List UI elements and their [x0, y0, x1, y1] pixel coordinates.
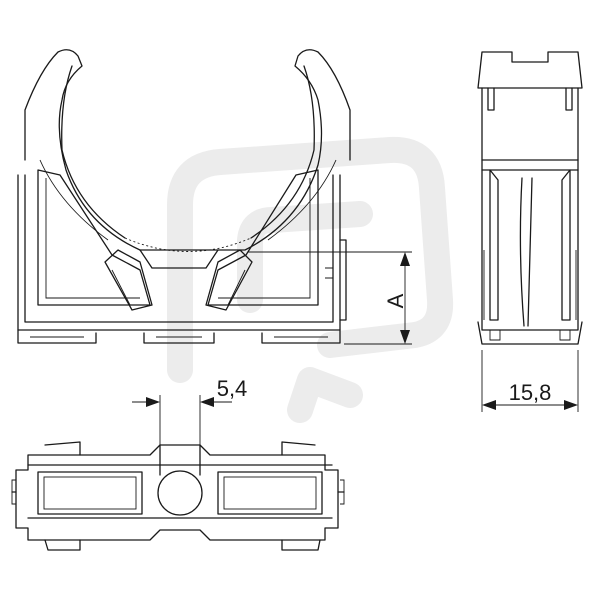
dimension-hole: 5,4 [132, 376, 247, 445]
dimension-a-label: A [383, 293, 408, 308]
front-view [17, 49, 351, 344]
watermark-logo-icon [167, 136, 454, 423]
side-view [477, 51, 583, 345]
dimension-hole-label: 5,4 [217, 376, 248, 401]
dimension-a: A [248, 251, 412, 345]
bottom-view [11, 441, 345, 551]
dimension-width: 15,8 [481, 350, 579, 412]
dimension-width-label: 15,8 [509, 380, 552, 405]
